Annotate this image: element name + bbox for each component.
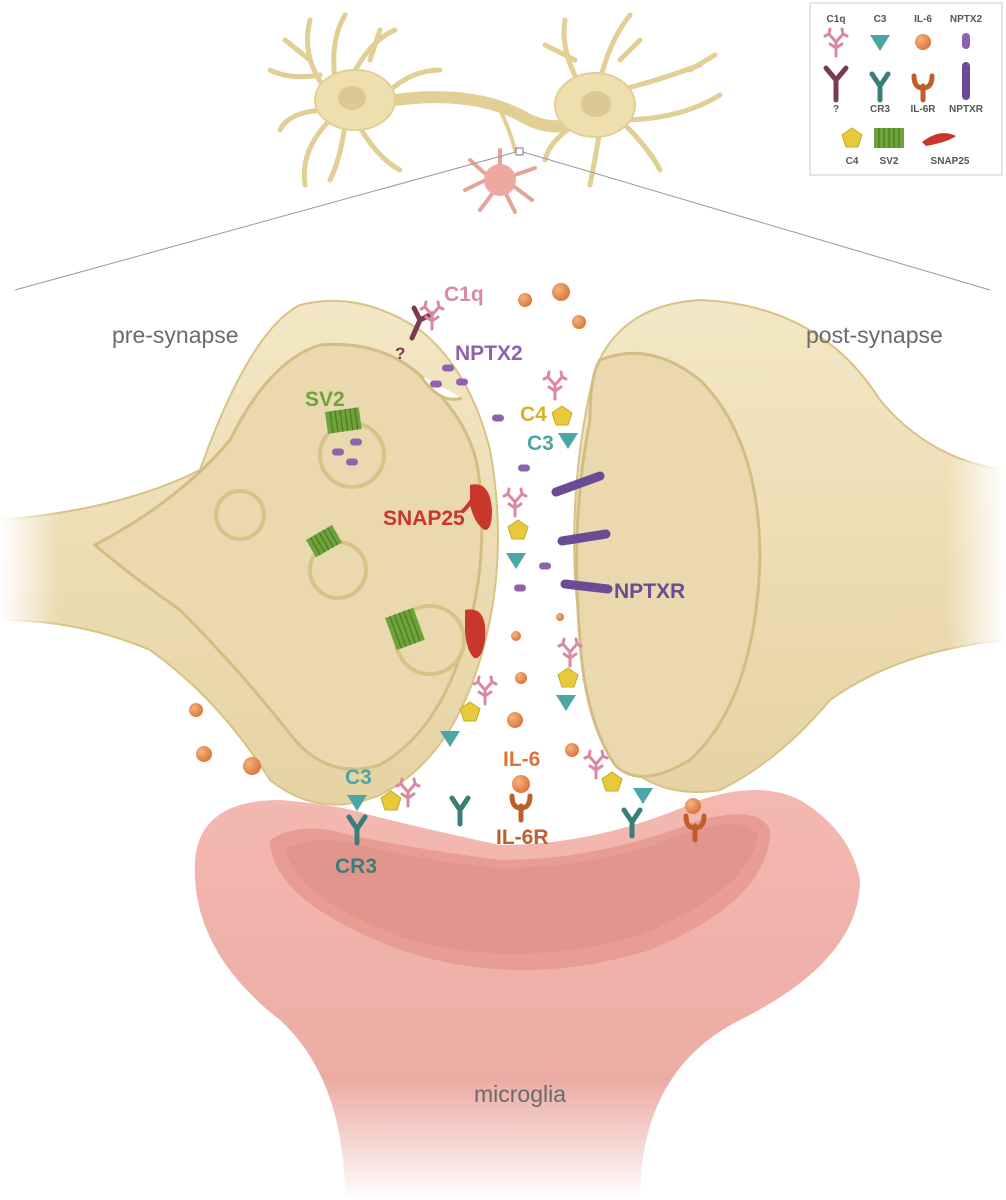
neuron-right xyxy=(542,12,723,188)
small-microglia-soma xyxy=(484,164,516,196)
legend-label-c3: C3 xyxy=(873,14,887,25)
legend-label-c4: C4 xyxy=(845,156,859,167)
legend-label-snap25: SNAP25 xyxy=(930,156,970,167)
zoom-line-right xyxy=(522,151,991,291)
cr3-label: CR3 xyxy=(335,855,378,878)
legend-label-sv2: SV2 xyxy=(879,156,899,167)
snap25-label: SNAP25 xyxy=(383,507,465,530)
sv2-label: SV2 xyxy=(305,388,345,411)
il6-bound xyxy=(685,798,701,814)
legend-icons xyxy=(823,27,970,148)
c3-bottom-label: C3 xyxy=(345,766,372,789)
legend-label-nptxr: NPTXR xyxy=(949,104,983,115)
c3-top-label: C3 xyxy=(527,432,554,455)
microglia-label: microglia xyxy=(474,1081,567,1107)
sv2-proteins xyxy=(306,407,425,650)
cr3-receptor xyxy=(452,798,468,824)
il6-bound xyxy=(512,775,530,793)
nptxr-label: NPTXR xyxy=(614,580,686,603)
post-synapse-label: post-synapse xyxy=(806,322,943,348)
legend-label-nptx2: NPTX2 xyxy=(949,14,983,25)
c4-label: C4 xyxy=(520,403,547,426)
nptxr-receptors xyxy=(551,471,613,594)
il6r-label: IL-6R xyxy=(496,826,549,849)
legend-box xyxy=(809,2,1003,176)
neuron-left-nucleus xyxy=(338,86,366,110)
legend-label-c1q: C1q xyxy=(826,14,846,25)
legend-label-il6: IL-6 xyxy=(914,14,932,25)
zoom-line-left xyxy=(14,151,517,291)
legend-label-il6r: IL-6R xyxy=(910,104,936,115)
post-synapse-terminal xyxy=(573,298,1006,793)
zoom-box xyxy=(515,147,524,156)
nptx2-label: NPTX2 xyxy=(455,342,523,365)
il6-molecules xyxy=(189,283,586,775)
legend-label-unknown: ? xyxy=(832,104,840,115)
legend-label-cr3: CR3 xyxy=(869,104,890,115)
pre-synapse-terminal xyxy=(0,299,499,806)
microglia-body xyxy=(180,790,861,1200)
il6r-receptor xyxy=(512,796,530,820)
unknown-receptor-label: ? xyxy=(395,344,406,363)
c1q-label: C1q xyxy=(444,283,484,306)
neuron-right-nucleus xyxy=(581,91,611,117)
small-microglia xyxy=(463,148,537,214)
snap25-proteins xyxy=(460,484,492,659)
pre-synapse-label: pre-synapse xyxy=(112,322,239,348)
il6-label: IL-6 xyxy=(503,748,541,771)
